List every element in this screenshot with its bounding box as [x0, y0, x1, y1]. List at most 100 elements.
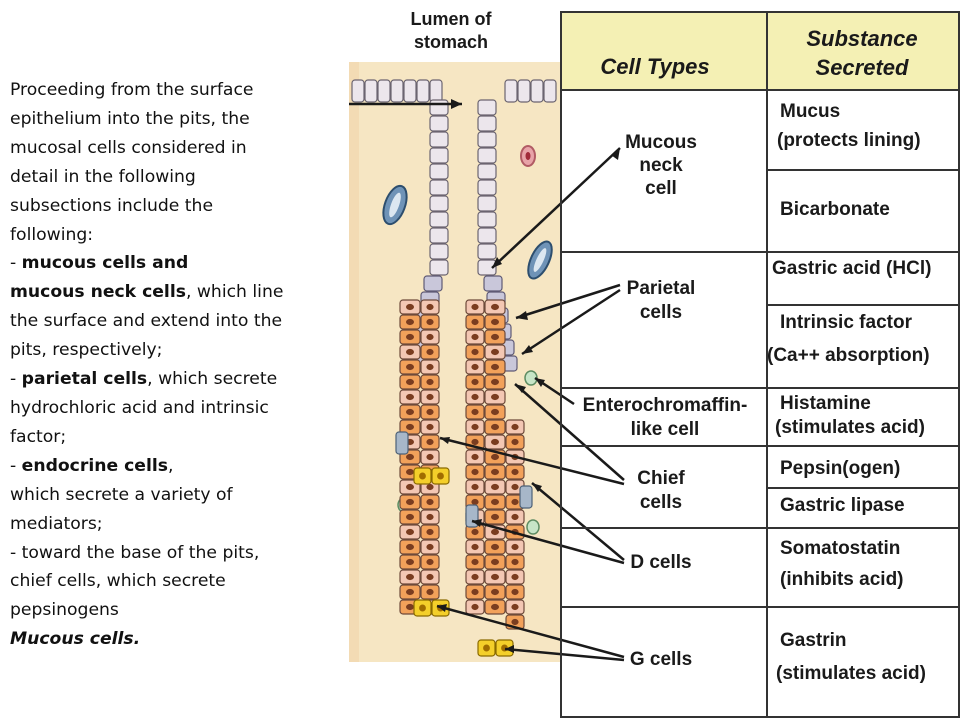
text-line: Mucous cells. [10, 625, 330, 654]
header-cell-types: Cell Types [600, 54, 709, 79]
tissue-edge [349, 62, 359, 662]
arrowhead [472, 519, 482, 527]
gland-cell-left-outer-nucleus [406, 378, 414, 386]
pointer-line [514, 383, 625, 481]
gland-cell-left-inner-nucleus [426, 348, 434, 356]
text-bold: mucous neck cells [10, 282, 186, 303]
gland-cell-far-right-nucleus [511, 573, 519, 581]
text-line: - parietal cells, which secrete [10, 365, 330, 394]
substance-somatostatin: Somatostatin [780, 538, 900, 559]
text-line: - endocrine cells, [10, 452, 330, 481]
gland-cell-left-inner-nucleus [426, 438, 434, 446]
label-mucous-neck-1: Mucous [625, 132, 697, 153]
gland-cell-right-outer-nucleus [491, 303, 499, 311]
pit-cell [477, 147, 497, 164]
label-chief-2: cells [640, 492, 682, 513]
text-line: mucosal cells considered in [10, 137, 247, 158]
gland-cell-left-outer-nucleus [406, 393, 414, 401]
pointer-line [531, 482, 625, 561]
text-line: epithelium into the pits, the [10, 108, 250, 129]
gland-cell-left-outer-nucleus [406, 558, 414, 566]
surface-cell [377, 79, 391, 103]
gland-cell-left-outer-nucleus [406, 453, 414, 461]
pointer-line [471, 519, 625, 565]
surface-cell [364, 79, 378, 103]
label-g-cells: G cells [630, 649, 692, 670]
arrowhead [437, 604, 447, 612]
pit-cell [477, 227, 497, 244]
gland-cell-right-inner-nucleus [471, 543, 479, 551]
pit-cell [429, 227, 449, 244]
d-cell [395, 431, 409, 455]
capillary-lumen [389, 192, 401, 218]
neck-cell [423, 275, 443, 292]
gland-cell-left-inner-nucleus [426, 408, 434, 416]
substance-mucus-note: (protects lining) [777, 130, 921, 151]
arrowhead [522, 345, 533, 354]
text-line: following: [10, 224, 94, 245]
label-ecl-2: like cell [631, 419, 700, 440]
gland-cell-right-outer-nucleus [491, 453, 499, 461]
gland-cell-right-outer-nucleus [491, 483, 499, 491]
gland-cell-right-inner-nucleus [471, 318, 479, 326]
gland-cell-right-inner-nucleus [471, 408, 479, 416]
text-line: mucous neck cells, which line [10, 278, 330, 307]
gland-cell-left-outer-nucleus [406, 588, 414, 596]
pit-cell [429, 147, 449, 164]
gland-cell-left-inner-nucleus [426, 393, 434, 401]
gland-cell-right-outer-nucleus [491, 603, 499, 611]
gland-cell-right-outer-nucleus [491, 573, 499, 581]
surface-cell [530, 79, 544, 103]
gland-cell-right-outer-nucleus [491, 333, 499, 341]
lumen-label-line-1: Lumen of [411, 9, 493, 29]
neck-cell [483, 275, 503, 292]
gland-cell-right-inner-nucleus [471, 348, 479, 356]
pointer-line [436, 604, 625, 659]
text-line: pepsinogens [10, 600, 119, 621]
surface-epithelium [351, 79, 557, 103]
gland-cell-left-inner-nucleus [426, 498, 434, 506]
surface-cell [351, 79, 365, 103]
table-header-bg [561, 12, 960, 90]
gland-cell-right-outer-nucleus [491, 363, 499, 371]
text-line: which secrete a variety of [10, 484, 233, 505]
gland-cell-left-outer-nucleus [406, 408, 414, 416]
gland-cell-right-inner-nucleus [471, 588, 479, 596]
gland-cell-left-inner-nucleus [426, 378, 434, 386]
substance-gastric-acid: Gastric acid (HCl) [772, 258, 931, 279]
pit-cell [477, 131, 497, 148]
g-cell-nucleus [483, 644, 490, 652]
gland-cell-left-inner-nucleus [426, 558, 434, 566]
substance-gastrin-note: (stimulates acid) [776, 663, 926, 684]
g-cell-nucleus [419, 472, 426, 480]
substance-gastrin: Gastrin [780, 630, 847, 651]
gland-cell-left-outer-nucleus [406, 603, 414, 611]
arrowhead [515, 384, 526, 393]
gland-cell-right-outer-nucleus [491, 543, 499, 551]
gland-cell-far-right-nucleus [511, 438, 519, 446]
pit-cell [477, 195, 497, 212]
lumen-label-line-2: stomach [414, 32, 488, 52]
gland-cell-right-outer-nucleus [491, 378, 499, 386]
gland-cell-left-inner-nucleus [426, 318, 434, 326]
header-substance-line-1: Substance [806, 26, 917, 51]
gland-cell-right-outer-nucleus [491, 498, 499, 506]
text-bold: endocrine cells [21, 455, 168, 476]
gland-cell-right-inner-nucleus [471, 438, 479, 446]
pointer-line [439, 436, 625, 486]
gland-cell-right-outer-nucleus [491, 423, 499, 431]
gland-cell-right-inner-nucleus [471, 363, 479, 371]
gland-cell-left-outer-nucleus [406, 498, 414, 506]
surface-cell [403, 79, 417, 103]
substance-intrinsic-factor: Intrinsic factor [780, 312, 913, 333]
gland-cell-right-outer-nucleus [491, 393, 499, 401]
pit-cell [477, 211, 497, 228]
gland-cell-left-outer-nucleus [406, 423, 414, 431]
text-fragment: - [10, 369, 22, 390]
pit-cell [429, 179, 449, 196]
gland-cell-left-inner-nucleus [426, 303, 434, 311]
substance-mucus: Mucus [780, 101, 840, 122]
text-line: - toward the base of the pits, [10, 542, 260, 563]
substance-histamine: Histamine [780, 393, 871, 414]
